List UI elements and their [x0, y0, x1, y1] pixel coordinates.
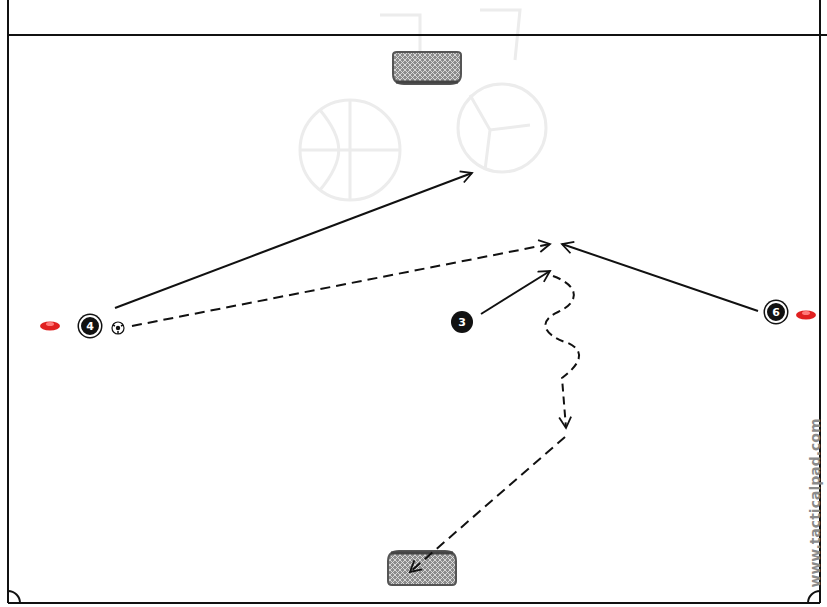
watermark-logo — [300, 10, 546, 200]
dribble-arrow — [545, 276, 579, 428]
movement-arrows — [115, 173, 758, 572]
watermark-text: www.tacticalpad.com — [806, 418, 822, 587]
goal — [388, 551, 456, 585]
ball — [112, 322, 124, 334]
shot-arrow — [410, 437, 565, 572]
cone — [796, 311, 816, 320]
run-arrow — [481, 271, 550, 314]
player-number: 6 — [772, 307, 780, 318]
player-marker: 3 — [451, 311, 473, 333]
goal — [393, 52, 461, 84]
player-number: 4 — [86, 321, 94, 332]
player-number: 3 — [458, 317, 466, 328]
run-arrow — [562, 244, 758, 311]
run-arrow — [115, 173, 472, 308]
pitch-lines — [8, 0, 827, 603]
cone — [40, 322, 60, 331]
player-marker: 4 — [79, 315, 101, 337]
pass-arrow — [132, 244, 550, 326]
player-marker: 6 — [765, 301, 787, 323]
